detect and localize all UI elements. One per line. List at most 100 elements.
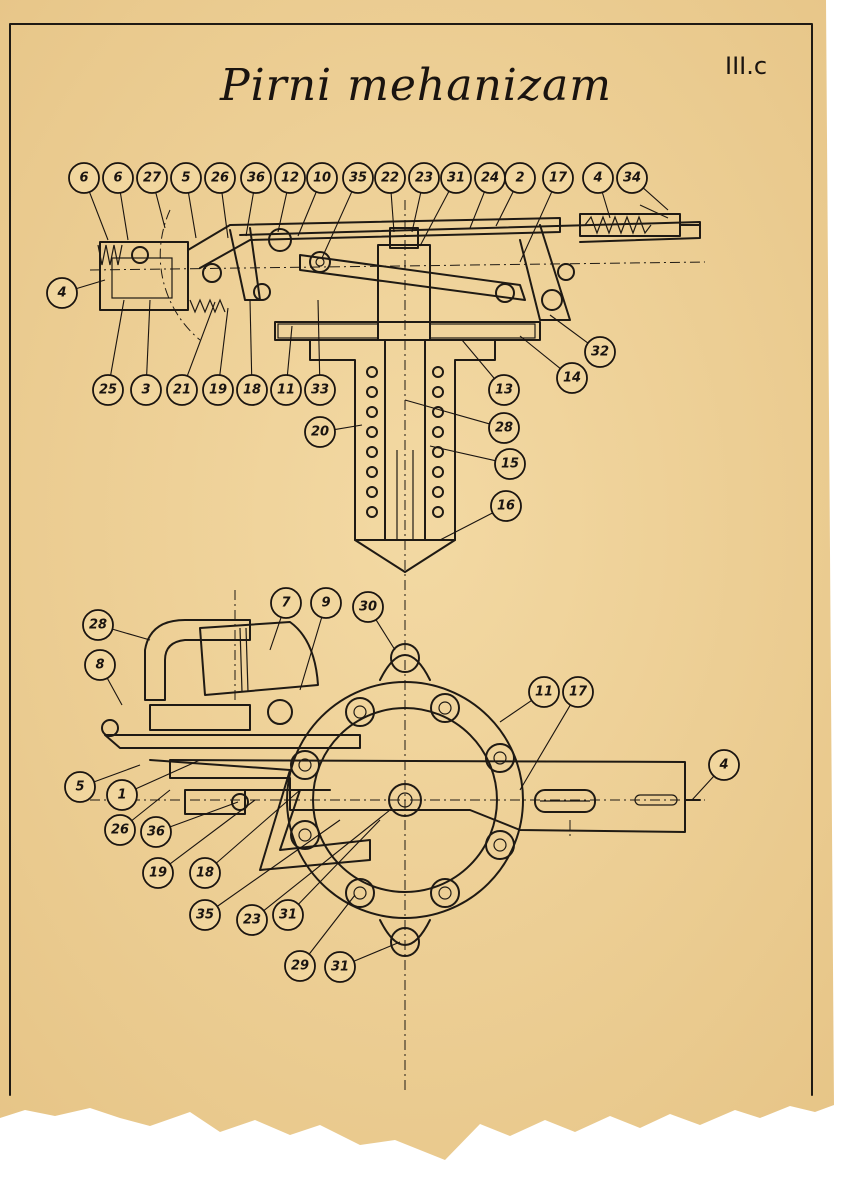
callout-number: 23 — [415, 171, 433, 186]
bottom-callout-26: 26 — [104, 789, 171, 846]
callout-leader — [215, 789, 301, 864]
callout-circle — [272, 899, 304, 931]
callout-number: 23 — [243, 913, 261, 928]
callout-circle — [104, 814, 136, 846]
top-callout-23: 23 — [408, 162, 440, 233]
callout-leader — [187, 192, 197, 239]
callout-leader — [298, 819, 381, 905]
callout-number: 21 — [173, 383, 191, 398]
callout-leader — [411, 192, 422, 233]
callout-number: 25 — [99, 383, 117, 398]
callout-number: 4 — [56, 286, 66, 301]
callout-leader — [169, 799, 256, 865]
top-callout-26: 26 — [204, 162, 236, 239]
callout-number: 10 — [313, 171, 331, 186]
callout-number: 19 — [149, 866, 167, 881]
left-housing-inner — [111, 257, 173, 299]
top-section-view — [89, 200, 706, 600]
callout-circle — [274, 162, 306, 194]
callout-leader — [691, 775, 715, 801]
callout-number: 30 — [359, 600, 377, 615]
callout-leader — [375, 619, 396, 651]
callout-circle — [310, 587, 342, 619]
top-callout-28: 28 — [404, 399, 520, 444]
bottom-callout-31: 31 — [324, 941, 401, 983]
callout-number: 5 — [75, 780, 84, 795]
callout-number: 19 — [209, 383, 227, 398]
callout-number: 14 — [563, 371, 581, 386]
callout-circle — [102, 162, 134, 194]
callout-circle — [352, 591, 384, 623]
bottom-callout-36: 36 — [140, 801, 239, 848]
callout-leader — [469, 191, 485, 229]
top-callout-25: 25 — [92, 299, 125, 406]
callout-leader — [495, 191, 514, 227]
top-callout-18: 18 — [236, 299, 268, 406]
callout-leader — [219, 307, 229, 376]
bottom-callout-5: 5 — [64, 764, 141, 803]
callout-leader — [112, 628, 151, 641]
top-callout-6: 6 — [68, 162, 109, 241]
bottom-callout-29: 29 — [284, 894, 356, 982]
bottom-callout-4: 4 — [691, 749, 740, 801]
top-callout-19: 19 — [202, 307, 234, 406]
top-callout-20: 20 — [304, 416, 363, 448]
callout-leader — [321, 191, 353, 259]
callout-leader — [317, 299, 321, 376]
top-callout-17: 17 — [519, 162, 574, 263]
callout-leader — [549, 314, 589, 344]
callout-number: 3 — [141, 383, 150, 398]
callout-number: 31 — [331, 960, 349, 975]
callout-circle — [284, 950, 316, 982]
callout-leader — [76, 279, 106, 290]
callout-circle — [342, 162, 374, 194]
callout-circle — [166, 374, 198, 406]
callout-circle — [136, 162, 168, 194]
callout-circle — [84, 649, 116, 681]
top-callout-36: 36 — [240, 162, 272, 237]
callout-leader — [88, 191, 109, 241]
callout-number: 1 — [117, 788, 126, 803]
top-callout-2: 2 — [495, 162, 536, 227]
left-housing — [99, 241, 189, 311]
top-callout-31: 31 — [419, 162, 472, 247]
callout-number: 15 — [501, 457, 519, 472]
callout-circle — [92, 374, 124, 406]
drawing-frame — [9, 23, 813, 1096]
top-callout-34: 34 — [616, 162, 669, 211]
bottom-callout-1: 1 — [106, 759, 201, 811]
top-callout-12: 12 — [274, 162, 306, 233]
callout-circle — [584, 336, 616, 368]
callout-number: 6 — [113, 171, 122, 186]
bottom-callout-28: 28 — [82, 609, 151, 641]
callout-leader — [299, 617, 323, 691]
callout-circle — [202, 374, 234, 406]
top-callout-14: 14 — [519, 335, 588, 394]
bottom-callout-35: 35 — [189, 819, 341, 931]
callout-number: 22 — [381, 171, 399, 186]
callout-circle — [46, 277, 78, 309]
bottom-callout-30: 30 — [352, 591, 396, 651]
bottom-callout-11: 11 — [499, 676, 560, 723]
bottom-callout-23: 23 — [236, 809, 391, 936]
callout-leader — [334, 424, 363, 431]
callout-number: 26 — [211, 171, 229, 186]
callout-leader — [499, 699, 532, 723]
bottom-callout-18: 18 — [189, 789, 301, 889]
callout-leader — [419, 190, 450, 247]
callout-circle — [616, 162, 648, 194]
callout-leader — [146, 299, 151, 376]
callout-number: 13 — [495, 383, 513, 398]
callout-number: 2 — [515, 171, 524, 186]
callout-circle — [556, 362, 588, 394]
callout-leader — [429, 445, 496, 462]
callout-circle — [236, 374, 268, 406]
top-callout-11: 11 — [270, 325, 302, 406]
callout-number: 4 — [718, 758, 728, 773]
callout-leader — [131, 789, 171, 822]
callout-circle — [708, 749, 740, 781]
bottom-plan-view — [90, 590, 705, 1090]
callout-leader — [169, 801, 239, 828]
